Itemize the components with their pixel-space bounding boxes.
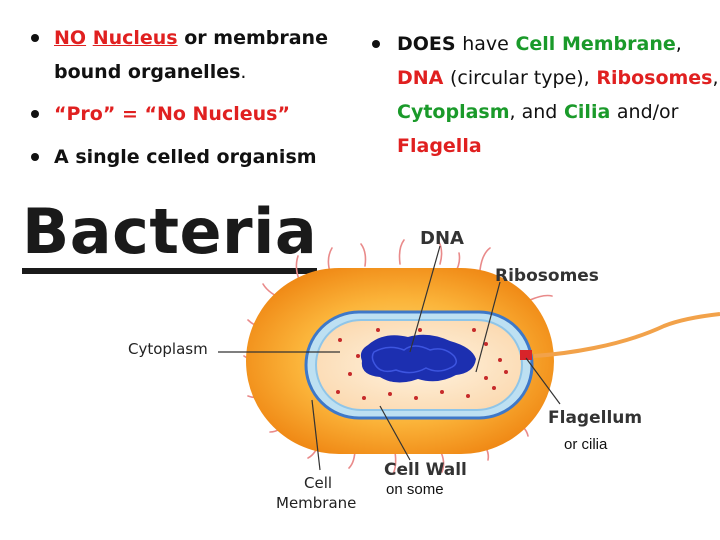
or-cilia-label: or cilia bbox=[564, 436, 607, 453]
cell-wall-label: Cell Wall bbox=[384, 460, 467, 480]
membrane-label: Membrane bbox=[276, 494, 356, 512]
flagellum-shape bbox=[534, 314, 720, 356]
flagellum-label: Flagellum bbox=[548, 408, 642, 428]
cytoplasm-label: Cytoplasm bbox=[128, 340, 208, 358]
on-some-label: on some bbox=[386, 481, 444, 498]
cell-label: Cell bbox=[304, 474, 332, 492]
dna-label: DNA bbox=[420, 228, 464, 249]
ribosomes-label: Ribosomes bbox=[495, 266, 599, 286]
